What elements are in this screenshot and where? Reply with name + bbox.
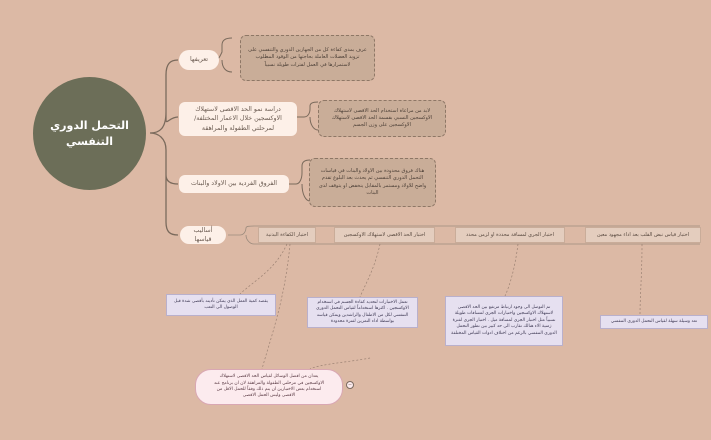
detail-link-2	[289, 159, 311, 202]
branch-vo2-growth[interactable]: دراسة نمو الحد الاقصى لاستهلاك الاوكسجين…	[179, 102, 297, 136]
detail-link-1	[297, 101, 319, 131]
note-link-1	[359, 243, 381, 298]
note-physical-efficiency[interactable]: يقصد كمية العمل الذي يمكن تأديته بأقصى ش…	[166, 294, 276, 316]
note-run-test[interactable]: تم التوصل الى وجود ارتباط مرتفع بين الحد…	[445, 296, 563, 346]
branch-measurement-methods[interactable]: أساليب قياسها	[180, 226, 226, 244]
note-link-0	[239, 243, 288, 295]
summary-note[interactable]: يعدان من افضل الوسائل لقياس الحد الاقصى …	[195, 369, 343, 405]
central-topic[interactable]: التحمل الدوري التنفسي	[33, 77, 146, 190]
method-physical-efficiency[interactable]: اختبار الكفاءة البدنية	[258, 227, 316, 243]
method-vo2-max[interactable]: اختبار الحد الاقصى لاستهلاك الاوكسجين	[334, 227, 435, 243]
branch-definition[interactable]: تعريفها	[179, 50, 219, 70]
methods-link	[228, 225, 700, 245]
method-heart-rate[interactable]: اختبار قياس نبض القلب بعد اداء مجهود معي…	[585, 227, 701, 243]
note-vo2-max[interactable]: تعمل الاختبارات لتحديد كفاءة الجسم في اس…	[307, 297, 418, 328]
note-heart-rate[interactable]: تعد وسيلة سهلة لقياس التحمل الدوري التنف…	[600, 315, 708, 329]
summary-link-b	[309, 357, 371, 370]
collapse-toggle-icon[interactable]: −	[346, 381, 354, 389]
central-brace	[149, 59, 179, 236]
method-run-test[interactable]: اختبار الجري لمسافة محددة او لزمن محدد	[455, 227, 565, 243]
detail-gender-differences[interactable]: هناك فروق محدودة بين الاولاد والبنات في …	[309, 158, 436, 207]
detail-vo2-growth[interactable]: لابد من مراعاة استخدام الحد الاقصى لاسته…	[318, 100, 446, 137]
branch-gender-differences[interactable]: الفروق الفردية بين الاولاد والبنات	[179, 175, 289, 193]
note-link-2	[504, 243, 519, 297]
note-link-3	[639, 243, 643, 316]
detail-definition[interactable]: عرف بمدى كفاءة كل من الجهازين الدوري وال…	[240, 35, 375, 81]
summary-link-a	[261, 243, 291, 370]
